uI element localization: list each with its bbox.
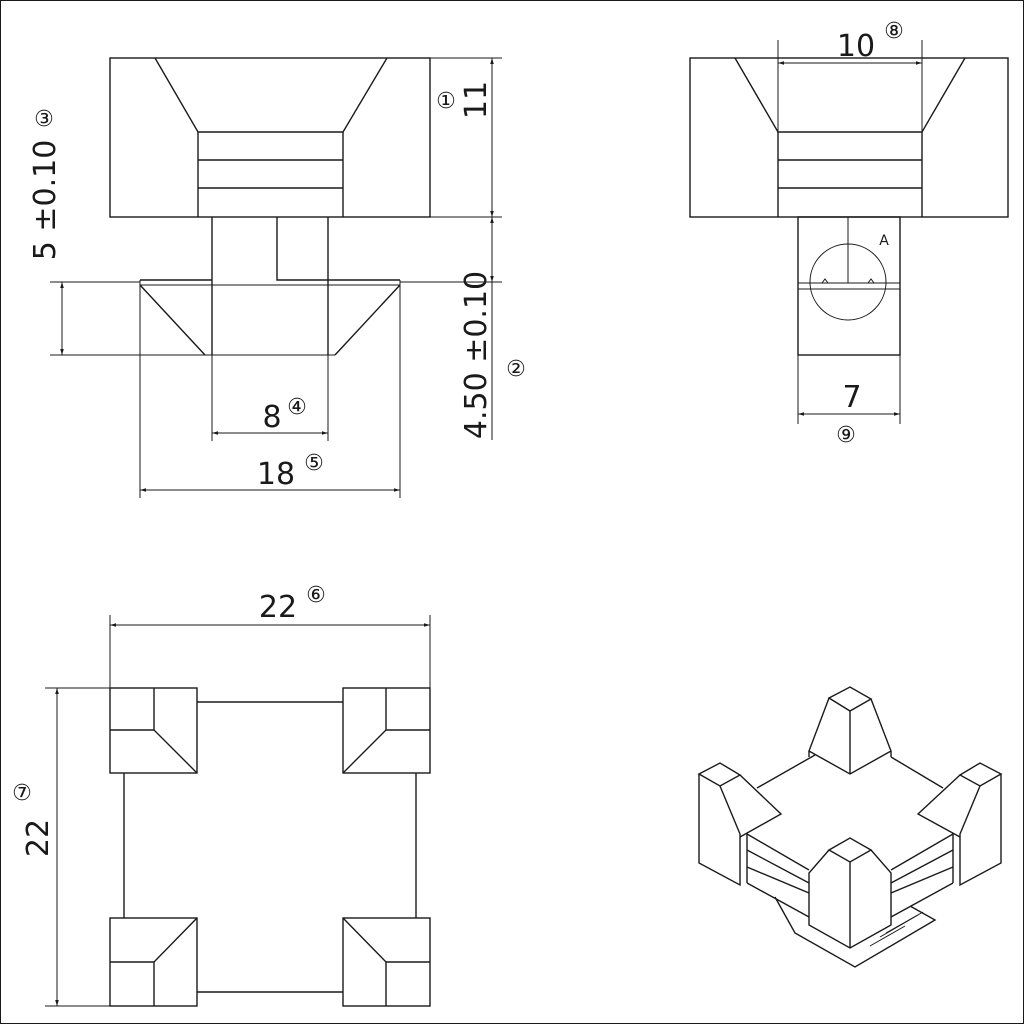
- isometric-view: [697, 686, 1003, 968]
- ref-1: ①: [436, 89, 456, 114]
- detail-label-a: A: [879, 233, 889, 249]
- dim-flange-width: 18: [257, 457, 295, 492]
- ref-3: ③: [34, 107, 54, 132]
- detail-circle-a: [809, 243, 887, 321]
- dim-flange-height: 5 ±0.10: [28, 140, 63, 261]
- dim-plan-depth: 22: [21, 819, 56, 857]
- front-view: [50, 57, 502, 498]
- ref-2: ②: [506, 357, 526, 382]
- ref-9: ⑨: [836, 423, 856, 448]
- ref-6: ⑥: [306, 583, 326, 608]
- ref-7: ⑦: [12, 781, 32, 806]
- dim-height-top: 11: [459, 81, 494, 119]
- side-view: [689, 40, 1009, 424]
- ref-8: ⑧: [884, 19, 904, 44]
- dim-height-stem: 4.50 ±0.10: [459, 271, 494, 439]
- ref-5: ⑤: [304, 451, 324, 476]
- plan-view: [45, 615, 431, 1007]
- dim-plan-width: 22: [259, 590, 297, 625]
- dim-stem-width: 8: [262, 400, 281, 435]
- dim-side-stem-width: 7: [842, 380, 861, 415]
- dim-slot-width: 10: [837, 29, 875, 64]
- ref-4: ④: [287, 395, 307, 420]
